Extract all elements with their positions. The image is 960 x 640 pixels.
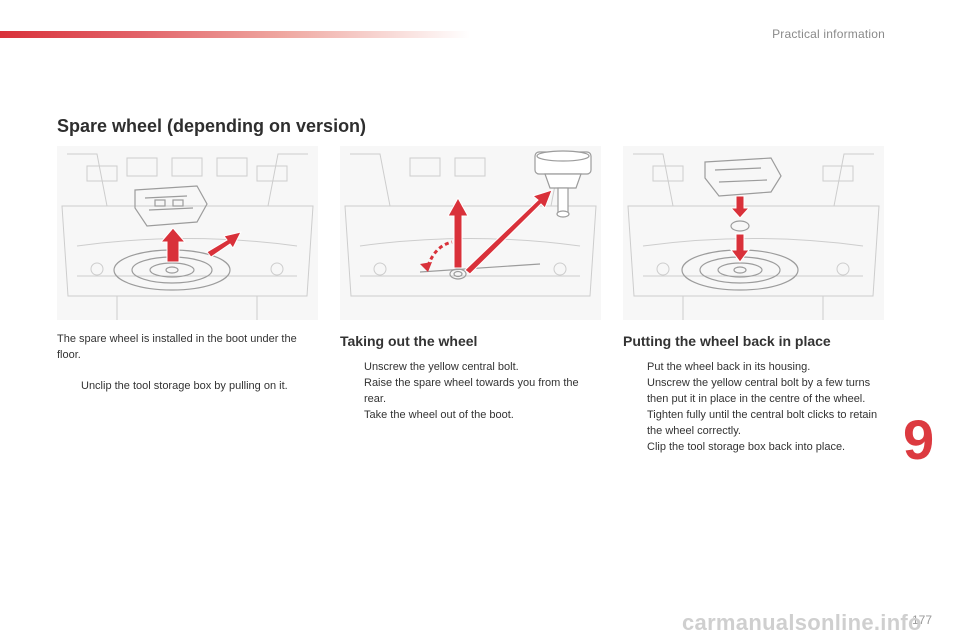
list-item: Tighten fully until the central bolt cli… [647, 409, 878, 437]
intro-text: The spare wheel is installed in the boot… [57, 333, 297, 361]
arrow-icon [447, 189, 553, 275]
steps-list: Unscrew the yellow central bolt. Raise t… [340, 359, 602, 423]
list-item: Unscrew the yellow central bolt. [364, 361, 519, 373]
arrow-icon [159, 227, 242, 263]
figure-taking-out-wheel [340, 146, 601, 320]
section-heading: Putting the wheel back in place [623, 333, 831, 349]
list-item: Clip the tool storage box back into plac… [647, 441, 846, 453]
section-header: Practical information [772, 27, 885, 41]
watermark[interactable]: carmanualsonline.info [682, 610, 922, 635]
column-taking-out: Taking out the wheel Unscrew the yellow … [340, 331, 602, 423]
page-title: Spare wheel (depending on version) [57, 116, 367, 136]
header-accent-bar [0, 31, 470, 38]
arrow-icon [729, 195, 751, 263]
list-item: Unclip the tool storage box by pulling o… [81, 380, 288, 392]
list-item: Unscrew the yellow central bolt by a few… [647, 377, 871, 405]
page-number: 177 [912, 613, 933, 627]
column-intro: The spare wheel is installed in the boot… [57, 331, 319, 394]
column-putting-back: Putting the wheel back in place Put the … [623, 331, 885, 455]
section-heading: Taking out the wheel [340, 333, 478, 349]
steps-list: Unclip the tool storage box by pulling o… [57, 378, 319, 394]
figure-remove-tool-box [57, 146, 318, 320]
list-item: Take the wheel out of the boot. [364, 409, 514, 421]
list-item: Put the wheel back in its housing. [647, 361, 811, 373]
steps-list: Put the wheel back in its housing. Unscr… [623, 359, 885, 455]
chapter-number: 9 [903, 408, 935, 471]
list-item: Raise the spare wheel towards you from t… [364, 377, 579, 405]
figure-putting-wheel-back [623, 146, 884, 320]
